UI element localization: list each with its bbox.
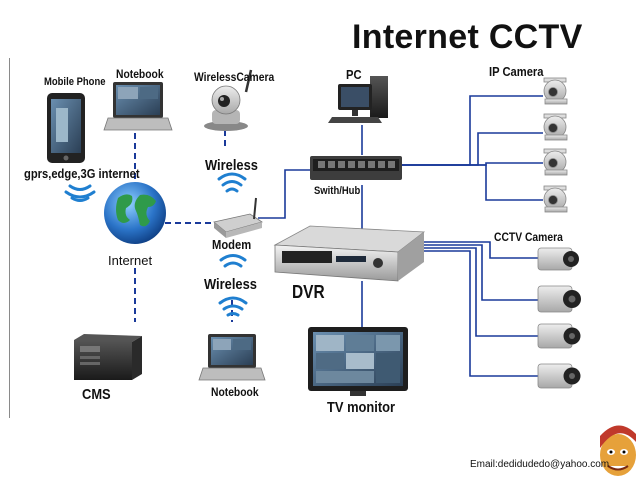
mobile-phone-icon [47, 93, 85, 163]
label-pc: PC [346, 67, 362, 82]
globe-icon [104, 182, 166, 244]
modem-icon [213, 197, 263, 238]
label-modem: Modem [212, 237, 252, 252]
label-mobile-phone: Mobile Phone [44, 76, 106, 88]
left-border-line [9, 58, 10, 418]
label-wireless-bottom: Wireless [204, 276, 257, 293]
solid-links [258, 95, 543, 377]
cctv-camera-icon [537, 247, 581, 389]
label-wireless-camera: WirelessCamera [194, 70, 275, 84]
label-gprs: gprs,edge,3G internet [24, 166, 140, 181]
notebook-icon [103, 82, 173, 131]
pc-icon [328, 76, 388, 123]
cms-server-icon [74, 334, 142, 380]
label-cctv-camera: CCTV Camera [494, 230, 563, 244]
dashed-links [134, 130, 233, 322]
label-wireless-top: Wireless [205, 157, 258, 174]
label-cms: CMS [82, 386, 111, 403]
ip-camera-icon [543, 77, 568, 213]
label-switch-hub: Swith/Hub [314, 185, 361, 197]
switch-hub-icon [310, 156, 402, 180]
wireless-camera-icon [204, 69, 253, 131]
page-title: Internet CCTV [352, 18, 583, 56]
notebook-icon [198, 334, 266, 381]
wifi-signal-icon [64, 172, 248, 317]
mascot-logo-icon [600, 425, 636, 476]
tv-monitor-icon [308, 327, 408, 396]
dvr-icon [273, 225, 426, 282]
label-notebook-top: Notebook [116, 67, 164, 81]
label-dvr: DVR [292, 282, 325, 302]
email-footer: Email:dedidudedo@yahoo.com [470, 459, 610, 470]
label-notebook-bottom: Notebook [211, 385, 259, 399]
label-tv-monitor: TV monitor [327, 399, 396, 416]
label-internet: Internet [108, 253, 153, 268]
label-ip-camera: IP Camera [489, 64, 544, 79]
